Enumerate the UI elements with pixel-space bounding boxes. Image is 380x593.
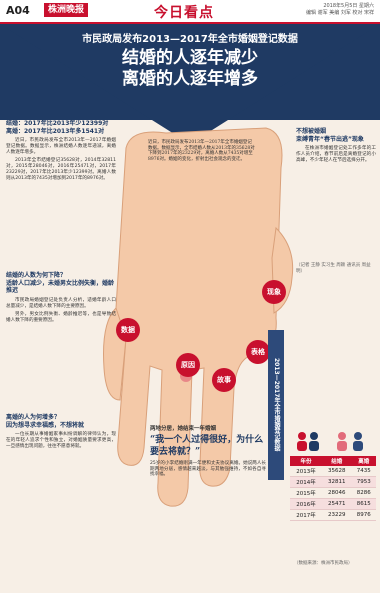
table-cell-marriage: 35628: [322, 466, 352, 477]
table-ribbon: 2013—2017年全市婚姻登记数据: [268, 330, 284, 480]
palm-shape: [115, 127, 283, 507]
table-header-year: 年份: [290, 456, 323, 466]
left-top-column: 结婚：2017年比2013年少12399对 离婚：2017年比2013年多154…: [6, 120, 116, 184]
date-line-1: 2018年5月5日 星期六: [323, 3, 374, 9]
table-cell-divorce: 8976: [351, 509, 376, 521]
finger-label-phenomenon-text: 现象: [267, 288, 281, 296]
page-number: A04: [6, 4, 30, 17]
masthead-logo: 株洲晚报: [44, 3, 89, 17]
finger-label-data-text: 数据: [121, 326, 135, 334]
left-top-paragraph: 近日，市民政局发布全市2013年—2017年婚姻登记数据。数据显示，株洲结婚人数…: [6, 138, 116, 155]
table-source: （数据来源：株洲市民政局）: [294, 561, 353, 566]
dateline: 2018年5月5日 星期六 编辑 谢军 美编 刘军 校对 宋祥: [306, 3, 374, 17]
table-cell-divorce: 8286: [351, 487, 376, 499]
headline-line-2: 离婚的人逐年增多: [122, 69, 258, 89]
table-header-marriage: 结婚: [322, 456, 352, 466]
table-cell-marriage: 28046: [322, 487, 352, 499]
left-middle-paragraph: 另外，男女比例失衡、婚龄推迟等，也是导致结婚人数下降的重要原因。: [6, 311, 116, 323]
story-title: “我一个人过得很好，为什么要去将就？”: [150, 435, 264, 457]
table-cell-marriage: 25471: [322, 498, 352, 510]
couple-icons: [297, 432, 363, 451]
marriage-data-table: 年份 结婚 离婚 2013年 35628 7435 2014年 32811 79…: [290, 456, 376, 521]
story-body: 25岁的小李结婚刚满一年便和丈夫协议离婚。她说两人长期两地分居，感情越来越淡，与…: [150, 461, 266, 478]
table-cell-divorce: 8615: [351, 498, 376, 510]
table-row: 2016年 25471 8615: [290, 498, 376, 510]
table-cell-year: 2016年: [290, 498, 323, 510]
left-bottom-heading-1: 离婚的人为何增多？: [6, 414, 61, 421]
center-note: 近日，市民政局发布2013年—2017年全市婚姻登记数据。数据显示，全市结婚人数…: [148, 140, 256, 162]
finger-label-table-text: 表格: [251, 348, 265, 356]
headline-banner-point: [0, 24, 380, 144]
left-top-paragraph: 2013年全市结婚登记35628对，2014年32811对，2015年28046…: [6, 158, 116, 181]
left-bottom-column: 离婚的人为何增多？ 因为想寻求幸福感，不想将就 一位长期从事婚姻家事纠纷调解的律…: [6, 414, 116, 452]
finger-label-phenomenon: 现象: [262, 280, 286, 304]
table-cell-year: 2013年: [290, 466, 323, 477]
finger-label-reason-text: 原因: [181, 361, 195, 369]
table-cell-marriage: 23229: [322, 509, 352, 521]
table-row: 2013年 35628 7435: [290, 466, 376, 477]
table-row: 2015年 28046 8286: [290, 487, 376, 499]
left-top-heading-2: 离婚：2017年比2013年多1541对: [6, 127, 105, 135]
right-top-column: 不想被婚姻 束缚青年“春节出逃”现象 在株洲市婚姻登记处工作多年的工作人员介绍，…: [296, 128, 376, 166]
supertitle: 市民政局发布2013—2017年全市婚姻登记数据: [82, 34, 298, 45]
finger-label-story: 故事: [212, 368, 236, 392]
headline-line-1: 结婚的人逐年减少: [122, 48, 258, 68]
couple-icon: [297, 432, 319, 451]
section-title: 今日看点: [154, 5, 214, 21]
reporter-credit: （记者 王静 实习生 周颖 通讯员 周益明）: [296, 263, 371, 274]
finger-label-table: 表格: [246, 340, 270, 364]
page-header: A04 株洲晚报 今日看点 2018年5月5日 星期六 编辑 谢军 美编 刘军 …: [0, 0, 380, 24]
center-note-text: 近日，市民政局发布2013年—2017年全市婚姻登记数据。数据显示，全市结婚人数…: [148, 140, 255, 162]
finger-label-story-text: 故事: [217, 376, 231, 384]
headline-block: 市民政局发布2013—2017年全市婚姻登记数据 结婚的人逐年减少 离婚的人逐年…: [0, 30, 380, 90]
table-cell-divorce: 7953: [351, 476, 376, 488]
table-cell-year: 2014年: [290, 476, 323, 488]
table-row: 2017年 23229 8976: [290, 509, 376, 521]
left-middle-paragraph: 市民政局婚姻登记处负责人分析，适婚年龄人口总量减少，是结婚人数下降的主要原因。: [6, 297, 116, 309]
table-cell-marriage: 32811: [322, 476, 352, 488]
left-top-heading-1: 结婚：2017年比2013年少12399对: [6, 120, 109, 127]
table-row: 2014年 32811 7953: [290, 476, 376, 488]
table-cell-year: 2015年: [290, 487, 323, 499]
couple-icon: [337, 432, 363, 451]
left-bottom-heading-2: 因为想寻求幸福感，不想将就: [6, 421, 85, 429]
table-header-divorce: 离婚: [351, 456, 376, 466]
right-top-heading-2: 束缚青年“春节出逃”现象: [296, 135, 364, 143]
finger-label-reason: 原因: [176, 353, 200, 377]
table-cell-divorce: 7435: [351, 466, 376, 477]
finger-label-data: 数据: [116, 318, 140, 342]
story-box: 两地分居，她结束一年婚姻 “我一个人过得很好，为什么要去将就？” 25岁的小李结…: [150, 424, 266, 478]
right-top-heading-1: 不想被婚姻: [296, 128, 327, 135]
table-cell-year: 2017年: [290, 509, 323, 521]
right-top-paragraph: 在株洲市婚姻登记处工作多年的工作人员介绍，春节前后是离婚登记的小高峰，不少年轻人…: [296, 146, 376, 163]
story-kicker: 两地分居，她结束一年婚姻: [150, 426, 217, 432]
date-line-2: 编辑 谢军 美编 刘军 校对 宋祥: [306, 10, 374, 16]
left-middle-heading-1: 结婚的人数为何下降？: [6, 272, 67, 279]
left-middle-column: 结婚的人数为何下降？ 适龄人口减少，未婚男女比例失衡，婚龄推迟 市民政局婚姻登记…: [6, 272, 116, 326]
left-bottom-paragraph: 一位长期从事婚姻家事纠纷调解的律师认为，现在的年轻人追求个性和独立，对婚姻质量要…: [6, 432, 116, 449]
left-middle-heading-2: 适龄人口减少，未婚男女比例失衡，婚龄推迟: [6, 279, 115, 295]
